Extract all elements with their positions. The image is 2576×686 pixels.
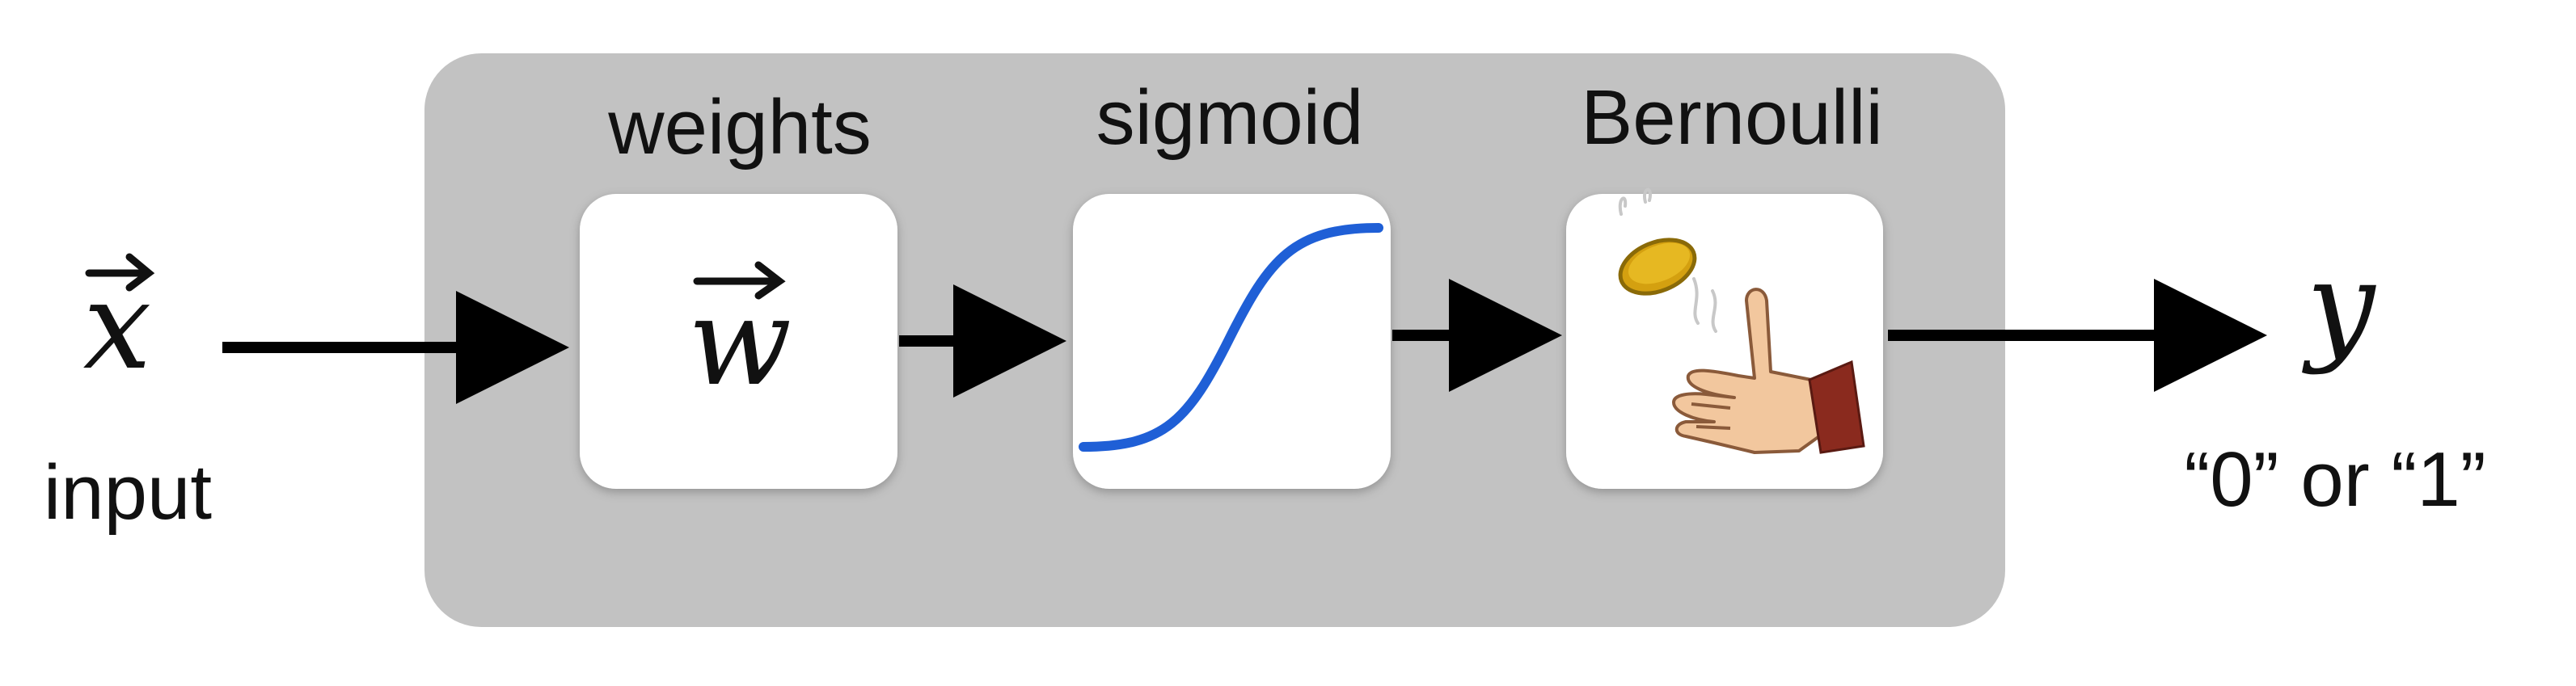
weights-w-symbol: w xyxy=(688,272,792,413)
stage-title-sigmoid: sigmoid xyxy=(1096,74,1364,161)
weights-box xyxy=(580,194,897,489)
output-label: “0” or “1” xyxy=(2184,436,2485,523)
sleeve-icon xyxy=(1808,360,1865,454)
coin-flip-icon xyxy=(1618,187,1865,454)
vector-w-symbol: w xyxy=(688,261,792,413)
input-symbol: x xyxy=(83,253,155,397)
vector-arrow-accent xyxy=(85,253,155,292)
input-label: input xyxy=(44,449,212,536)
stage-title-bernoulli: Bernoulli xyxy=(1581,74,1883,161)
sigmoid-curve-icon xyxy=(1079,223,1383,452)
output-y-symbol: y xyxy=(2302,236,2377,377)
stage-title-weights: weights xyxy=(607,84,872,170)
